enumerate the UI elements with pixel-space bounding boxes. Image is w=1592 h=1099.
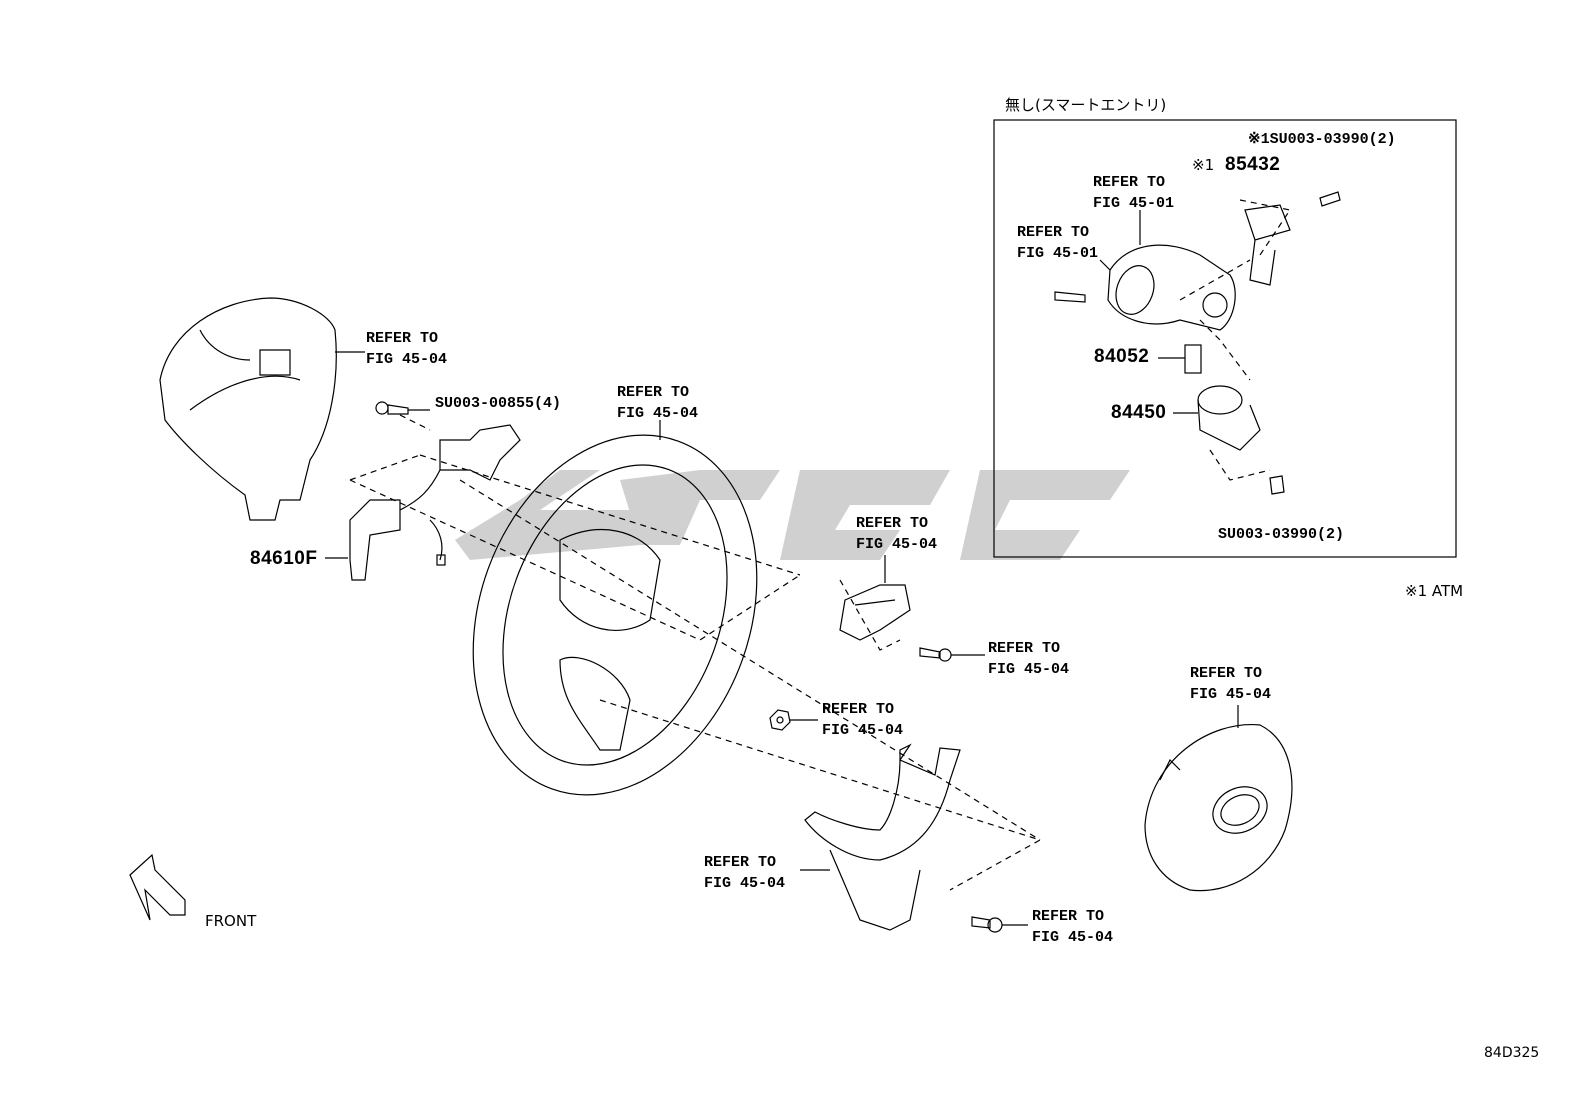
assembly-lines — [349, 199, 1291, 891]
ignition-lock-cylinder — [1107, 244, 1236, 331]
label-bolt-su003-00855: SU003-00855(4) — [435, 395, 562, 412]
inset-title: 無し(スマートエントリ) — [1005, 96, 1167, 114]
column-cover — [159, 297, 337, 521]
airbag-pad — [1144, 724, 1293, 892]
part-84052 — [1184, 344, 1202, 374]
nut-center — [769, 709, 791, 731]
watermark-logo — [455, 470, 1130, 560]
atm-note: ※1 ATM — [1405, 582, 1464, 600]
bolt-su003-00855 — [375, 401, 409, 415]
screw-right — [919, 647, 952, 662]
label-bolt-su003-03990-top: ※1SU003-03990(2) — [1248, 131, 1396, 148]
inset-frame — [993, 119, 1457, 558]
front-label: FRONT — [205, 912, 257, 930]
lower-cover — [804, 743, 961, 931]
mark-85432: ※1 — [1192, 156, 1215, 174]
bolt-su003-03990-top — [1319, 191, 1341, 207]
steering-wheel — [472, 434, 758, 796]
paddle-switch-84610f — [349, 424, 521, 581]
switch-assy-right — [839, 584, 911, 641]
part-number-85432: 85432 — [1225, 154, 1281, 175]
part-number-84052: 84052 — [1094, 346, 1150, 367]
bolt-left-inset — [1054, 291, 1086, 303]
bolt-su003-03990-bottom — [1269, 475, 1285, 495]
label-bolt-su003-03990-bottom: SU003-03990(2) — [1218, 526, 1345, 543]
part-85432 — [1244, 204, 1291, 286]
front-arrow-icon — [129, 853, 186, 921]
part-number-84610f: 84610F — [250, 548, 318, 569]
figure-code: 84D325 — [1484, 1045, 1540, 1061]
part-84450 — [1197, 385, 1261, 451]
part-number-84450: 84450 — [1111, 402, 1167, 423]
screw-lower — [971, 916, 1003, 933]
